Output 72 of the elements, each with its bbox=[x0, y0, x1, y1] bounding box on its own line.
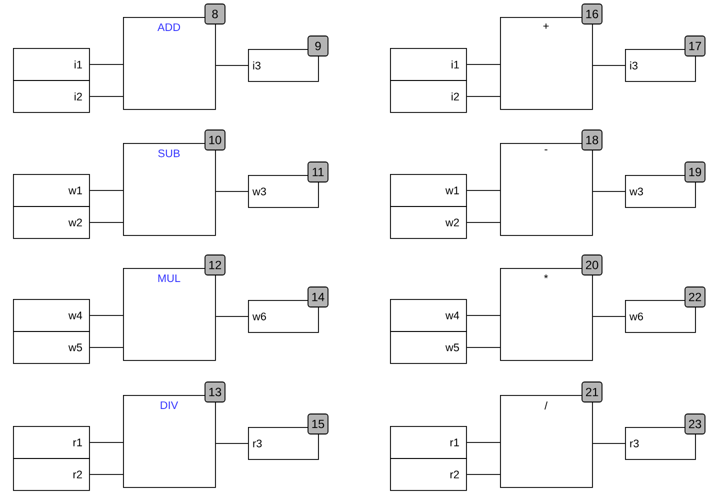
connector-line bbox=[89, 64, 124, 65]
connector-line bbox=[466, 96, 500, 97]
connector-line bbox=[592, 191, 626, 192]
connector-line bbox=[89, 222, 124, 223]
output-box: w6 bbox=[248, 300, 319, 333]
block-title: SUB bbox=[158, 149, 180, 158]
badge: 23 bbox=[684, 414, 706, 434]
output-box: w3 bbox=[625, 175, 696, 208]
connector-line bbox=[592, 65, 626, 66]
input-box: w1 bbox=[390, 174, 467, 207]
output-box: r3 bbox=[248, 427, 319, 460]
connector-line bbox=[215, 443, 248, 444]
block-title: MUL bbox=[158, 274, 180, 282]
connector-line bbox=[466, 347, 500, 348]
connector-line bbox=[466, 64, 500, 65]
connector-line bbox=[466, 442, 500, 443]
input-box: r2 bbox=[13, 458, 90, 491]
connector-line bbox=[592, 316, 626, 317]
connector-line bbox=[89, 96, 124, 97]
input-box: w2 bbox=[13, 206, 90, 239]
block-title: DIV bbox=[160, 401, 178, 409]
input-box: w1 bbox=[13, 174, 90, 207]
badge: 8 bbox=[204, 4, 226, 24]
badge: 11 bbox=[308, 162, 328, 182]
badge: 21 bbox=[582, 382, 602, 402]
input-box: r1 bbox=[390, 426, 467, 459]
output-box: r3 bbox=[625, 427, 696, 460]
badge: 16 bbox=[582, 4, 602, 24]
input-box: w5 bbox=[390, 331, 467, 364]
badge: 13 bbox=[204, 382, 226, 402]
input-box: i2 bbox=[13, 80, 90, 113]
badge: 19 bbox=[684, 162, 706, 182]
block-title: / bbox=[544, 401, 548, 410]
block-title: - bbox=[544, 149, 548, 150]
badge: 14 bbox=[308, 286, 328, 308]
block-title: ADD bbox=[157, 23, 180, 31]
output-box: w6 bbox=[625, 300, 696, 333]
block-title: + bbox=[543, 23, 549, 29]
connector-line bbox=[89, 315, 124, 316]
badge: 20 bbox=[582, 254, 602, 276]
input-box: i1 bbox=[13, 48, 90, 81]
badge: 15 bbox=[308, 414, 328, 434]
output-box: i3 bbox=[248, 49, 319, 82]
input-box: w5 bbox=[13, 331, 90, 364]
badge: 17 bbox=[684, 36, 706, 56]
input-box: r1 bbox=[13, 426, 90, 459]
badge: 12 bbox=[204, 254, 226, 276]
connector-line bbox=[215, 191, 248, 192]
connector-line bbox=[89, 442, 124, 443]
connector-line bbox=[592, 443, 626, 444]
badge: 10 bbox=[204, 130, 226, 150]
connector-line bbox=[89, 190, 124, 191]
connector-line bbox=[466, 190, 500, 191]
input-box: r2 bbox=[390, 458, 467, 491]
connector-line bbox=[215, 316, 248, 317]
connector-line bbox=[89, 347, 124, 348]
connector-line bbox=[466, 474, 500, 475]
input-box: i1 bbox=[390, 48, 467, 81]
output-box: w3 bbox=[248, 175, 319, 208]
input-box: w4 bbox=[13, 299, 90, 332]
block-title: * bbox=[544, 274, 548, 278]
connector-line bbox=[89, 474, 124, 475]
connector-line bbox=[466, 222, 500, 223]
badge: 9 bbox=[308, 36, 328, 56]
input-box: i2 bbox=[390, 80, 467, 113]
badge: 18 bbox=[582, 130, 602, 150]
input-box: w4 bbox=[390, 299, 467, 332]
connector-line bbox=[215, 65, 248, 66]
badge: 22 bbox=[684, 286, 706, 308]
input-box: w2 bbox=[390, 206, 467, 239]
connector-line bbox=[466, 315, 500, 316]
output-box: i3 bbox=[625, 49, 696, 82]
